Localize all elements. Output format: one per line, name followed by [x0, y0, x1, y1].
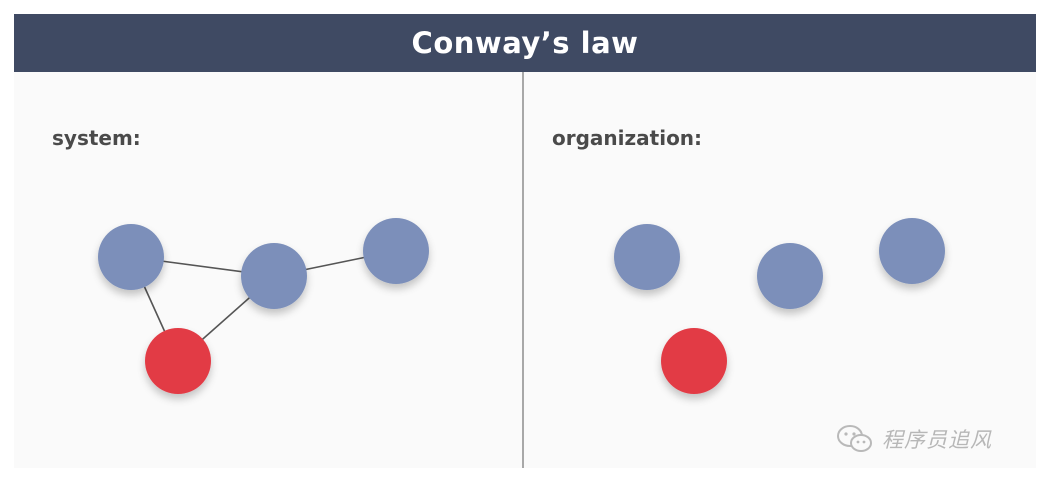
node-sys-d: [145, 328, 211, 394]
header-bar: Conway’s law: [14, 14, 1036, 72]
conway-diagram: [98, 218, 945, 394]
node-org-c: [879, 218, 945, 284]
watermark: 程序员追风: [836, 424, 992, 454]
watermark-text: 程序员追风: [882, 428, 992, 452]
diagram-frame: Conway’s law system: organization: 程序员追风: [14, 14, 1036, 468]
diagram-nodes: [98, 218, 945, 394]
node-org-d: [661, 328, 727, 394]
organization-panel-label: organization:: [552, 126, 703, 150]
page-title: Conway’s law: [411, 26, 639, 60]
node-org-a: [614, 224, 680, 290]
system-panel-label: system:: [52, 126, 141, 150]
node-sys-b: [241, 243, 307, 309]
node-sys-a: [98, 224, 164, 290]
panel-divider: [522, 72, 524, 468]
node-sys-c: [363, 218, 429, 284]
node-org-b: [757, 243, 823, 309]
wechat-icon: [837, 425, 872, 452]
